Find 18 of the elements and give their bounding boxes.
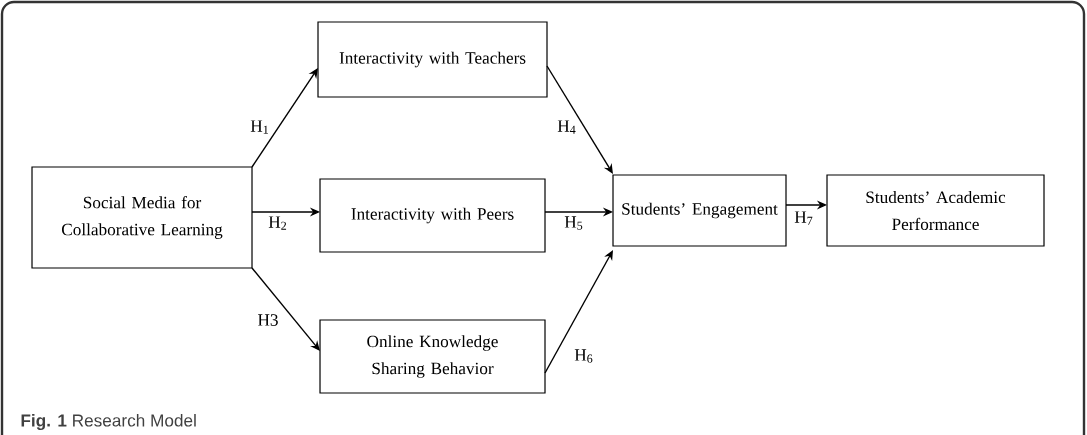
arrow: [251, 68, 318, 168]
process-box: Interactivity with Teachers: [317, 21, 548, 98]
arrow: [544, 250, 613, 374]
edge-label: H$_{1}$: [249, 119, 271, 135]
edge-label: H$_{6}$: [573, 348, 595, 364]
arrow: [546, 65, 613, 174]
edge-label: H$_{2}$: [267, 215, 289, 231]
process-box: Social Media for Collaborative Learning: [31, 166, 253, 269]
edge-label: H$_{5}$: [563, 215, 585, 231]
process-box: Interactivity with Peers: [319, 178, 546, 253]
arrow: [251, 267, 320, 351]
process-box: Students’ Academic Performance: [826, 174, 1045, 247]
edge-label: H$_{4}$: [556, 119, 578, 135]
edge-label: H$_{7}$: [793, 210, 815, 226]
process-box: Online Knowledge Sharing Behavior: [319, 319, 546, 394]
caption: Fig. 1 Research Model: [21, 413, 196, 431]
edge-label: H3: [256, 313, 280, 327]
process-box: Students’ Engagement: [612, 174, 787, 247]
